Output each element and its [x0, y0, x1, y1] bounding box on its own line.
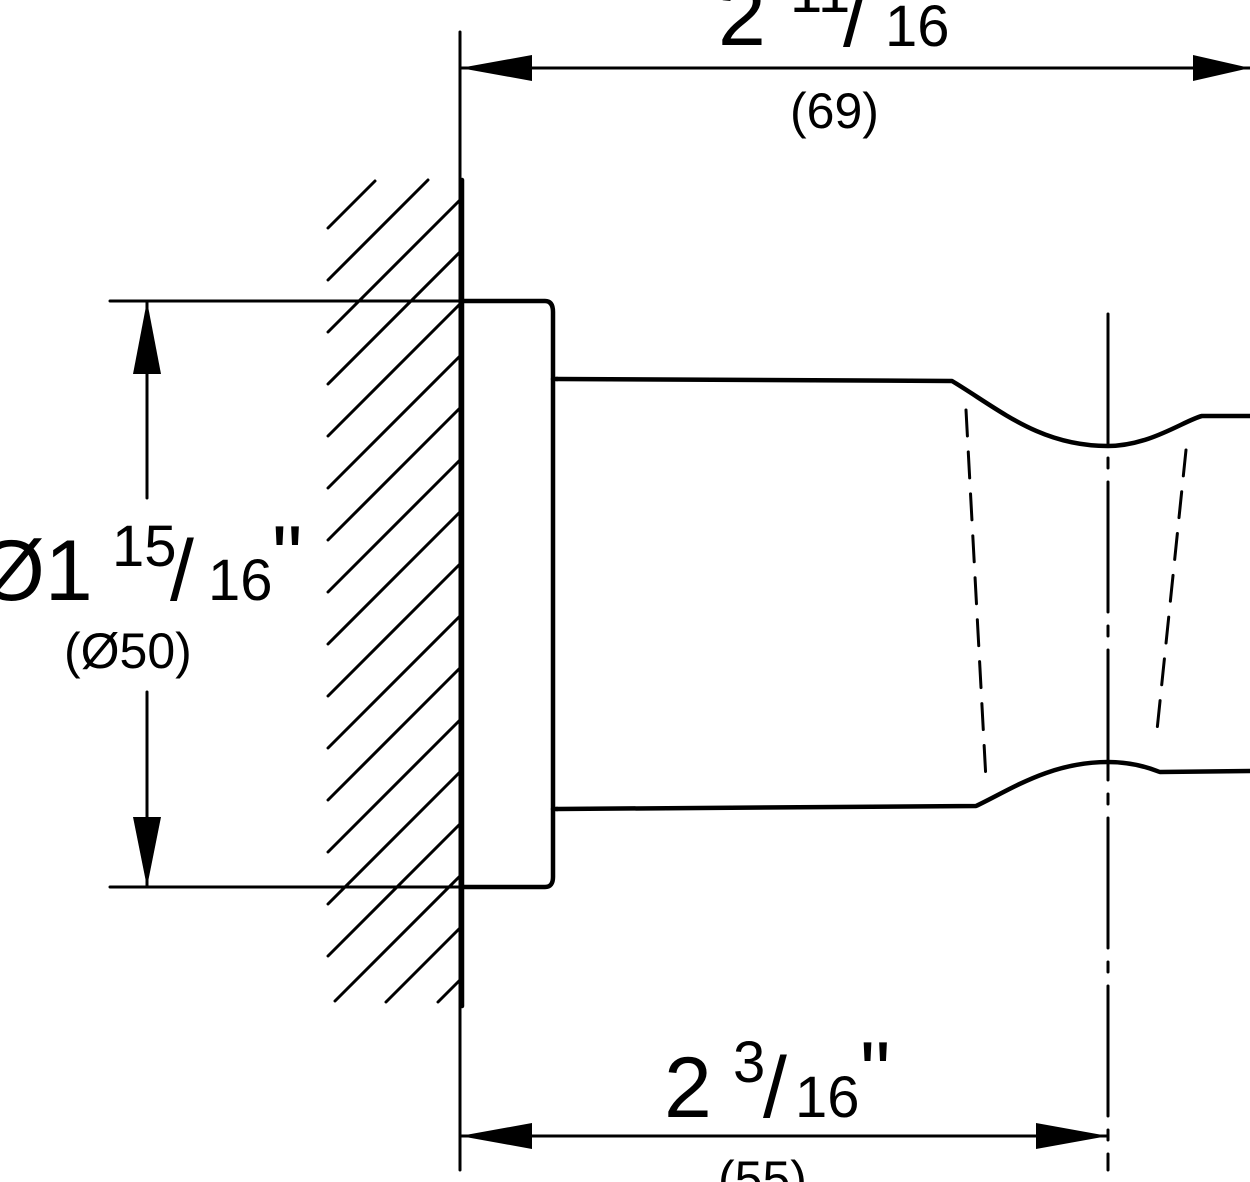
dimension-diameter: Ø1 15 / 16 " (Ø50)	[0, 299, 464, 889]
arrowhead-right	[1193, 55, 1250, 81]
center-numerator: 3	[733, 1030, 765, 1095]
dimension-center-length: 2 3 / 16 " (55)	[458, 1025, 1110, 1182]
center-whole: 2	[664, 1040, 712, 1136]
wall-hatching	[326, 178, 464, 1004]
overall-slash: /	[843, 0, 867, 65]
overall-metric: (69)	[790, 83, 879, 139]
arrowhead-up	[133, 301, 161, 374]
hidden-line-left	[964, 408, 988, 782]
overall-whole: 2	[718, 0, 766, 64]
center-inch-mark: "	[860, 1025, 891, 1121]
part-outline	[459, 298, 1250, 890]
arrowhead-down	[133, 817, 161, 887]
center-metric: (55)	[718, 1151, 807, 1182]
diameter-slash: /	[170, 523, 194, 619]
arrowhead-left	[460, 55, 532, 81]
diameter-metric: (Ø50)	[64, 623, 192, 679]
diameter-inch-mark: "	[272, 509, 303, 605]
diameter-numerator: 15	[112, 514, 177, 579]
overall-denominator: 16	[885, 0, 950, 59]
arrowhead-left	[460, 1123, 532, 1149]
center-slash: /	[763, 1040, 787, 1136]
overall-inch-mark: "	[960, 0, 991, 49]
diameter-prefix: Ø1	[0, 523, 93, 619]
hidden-line-right	[1154, 448, 1188, 742]
dimension-overall-length: 2 11 / 16 " (69)	[458, 0, 1250, 139]
center-denominator: 16	[795, 1065, 860, 1130]
overall-numerator: 11	[790, 0, 850, 25]
arrowhead-right	[1036, 1123, 1108, 1149]
diameter-denominator: 16	[208, 548, 273, 613]
